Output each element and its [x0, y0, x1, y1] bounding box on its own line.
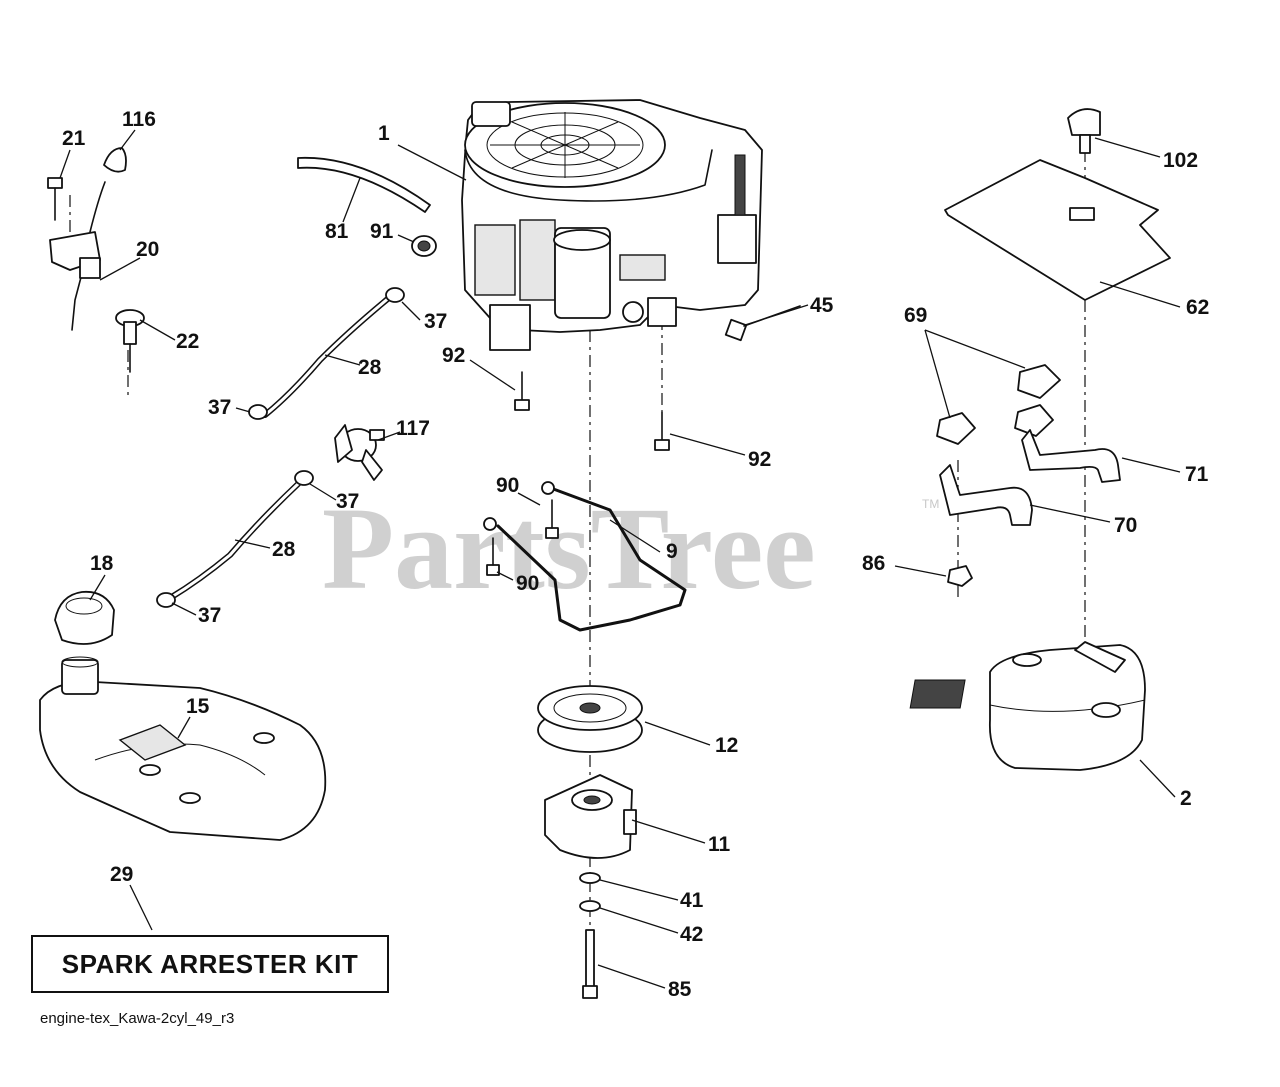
callout-18[interactable]: 18 — [90, 552, 114, 575]
callout-116[interactable]: 116 — [122, 108, 156, 131]
hose-81[interactable] — [297, 156, 431, 213]
callout-20[interactable]: 20 — [136, 238, 159, 261]
callout-9[interactable]: 9 — [666, 540, 678, 563]
watermark-text: PartsTree — [322, 483, 816, 614]
callout-90-lower[interactable]: 90 — [516, 572, 539, 595]
fuel-tank-15[interactable] — [39, 656, 327, 841]
callout-62[interactable]: 62 — [1186, 296, 1209, 319]
nut-86[interactable] — [947, 565, 973, 587]
engine-part[interactable] — [461, 99, 763, 351]
belt-guide-9[interactable] — [483, 481, 687, 632]
callout-leader-lines — [59, 129, 1181, 989]
electric-clutch-11[interactable] — [544, 774, 637, 859]
gaskets-69[interactable] — [936, 364, 1061, 445]
callout-42[interactable]: 42 — [680, 923, 703, 946]
callout-81[interactable]: 81 — [325, 220, 349, 243]
throttle-control-20[interactable] — [49, 181, 106, 331]
bolt-102[interactable] — [1067, 108, 1101, 154]
spark-arrester-kit-box[interactable]: SPARK ARRESTER KIT — [31, 935, 389, 993]
callout-92-upper[interactable]: 92 — [442, 344, 465, 367]
callout-11[interactable]: 11 — [708, 833, 731, 856]
heat-shield-62[interactable] — [944, 159, 1171, 301]
watermark-trademark: TM — [922, 497, 939, 511]
exhaust-pipe-70[interactable] — [939, 464, 1033, 526]
fuel-hose-28-lower[interactable] — [167, 481, 301, 601]
callout-71[interactable]: 71 — [1185, 463, 1209, 486]
fuel-cap-18[interactable] — [54, 590, 115, 645]
callout-102[interactable]: 102 — [1163, 149, 1198, 172]
fuel-valve-117[interactable] — [334, 424, 385, 481]
throttle-knob-116[interactable] — [103, 147, 127, 173]
callout-21[interactable]: 21 — [62, 127, 86, 150]
callout-90-upper[interactable]: 90 — [496, 474, 519, 497]
callout-70[interactable]: 70 — [1114, 514, 1137, 537]
callout-69[interactable]: 69 — [904, 304, 927, 327]
callout-29[interactable]: 29 — [110, 863, 133, 886]
callout-labels: 1 2 9 11 12 15 18 20 21 22 28 28 29 37 3… — [62, 108, 1209, 1001]
bolt-85[interactable] — [582, 929, 598, 999]
callout-92-lower[interactable]: 92 — [748, 448, 771, 471]
callout-91[interactable]: 91 — [370, 220, 394, 243]
callout-2[interactable]: 2 — [1180, 787, 1192, 810]
muffler-2[interactable] — [909, 641, 1146, 771]
diagram-code: engine-tex_Kawa-2cyl_49_r3 — [40, 1010, 235, 1027]
callout-28-lower[interactable]: 28 — [272, 538, 296, 561]
hose-clamps-37[interactable] — [156, 287, 405, 608]
callout-85[interactable]: 85 — [668, 978, 692, 1001]
engine-bolt-92-right[interactable] — [654, 411, 670, 451]
callout-15[interactable]: 15 — [186, 695, 210, 718]
callout-37-a[interactable]: 37 — [424, 310, 447, 333]
pulley-12[interactable] — [537, 685, 643, 753]
exhaust-pipe-71[interactable] — [1021, 429, 1121, 483]
fuel-hose-28-upper[interactable] — [262, 294, 393, 418]
cap-91[interactable] — [411, 235, 437, 257]
callout-45[interactable]: 45 — [810, 294, 834, 317]
callout-41[interactable]: 41 — [680, 889, 704, 912]
callout-1[interactable]: 1 — [378, 122, 390, 145]
callout-37-d[interactable]: 37 — [198, 604, 221, 627]
callout-86[interactable]: 86 — [862, 552, 885, 575]
callout-117[interactable]: 117 — [396, 417, 430, 440]
callout-37-b[interactable]: 37 — [208, 396, 231, 419]
washer-41[interactable] — [579, 872, 601, 884]
callout-28-upper[interactable]: 28 — [358, 356, 382, 379]
screw-21[interactable] — [47, 177, 63, 221]
spark-arrester-kit-label: SPARK ARRESTER KIT — [61, 948, 359, 979]
engine-bolt-92-left[interactable] — [514, 371, 530, 411]
washer-42[interactable] — [579, 900, 601, 912]
callout-12[interactable]: 12 — [715, 734, 738, 757]
callout-22[interactable]: 22 — [176, 330, 199, 353]
choke-knob-22[interactable] — [115, 309, 145, 373]
bolts-90[interactable] — [486, 499, 559, 576]
callout-37-c[interactable]: 37 — [336, 490, 359, 513]
